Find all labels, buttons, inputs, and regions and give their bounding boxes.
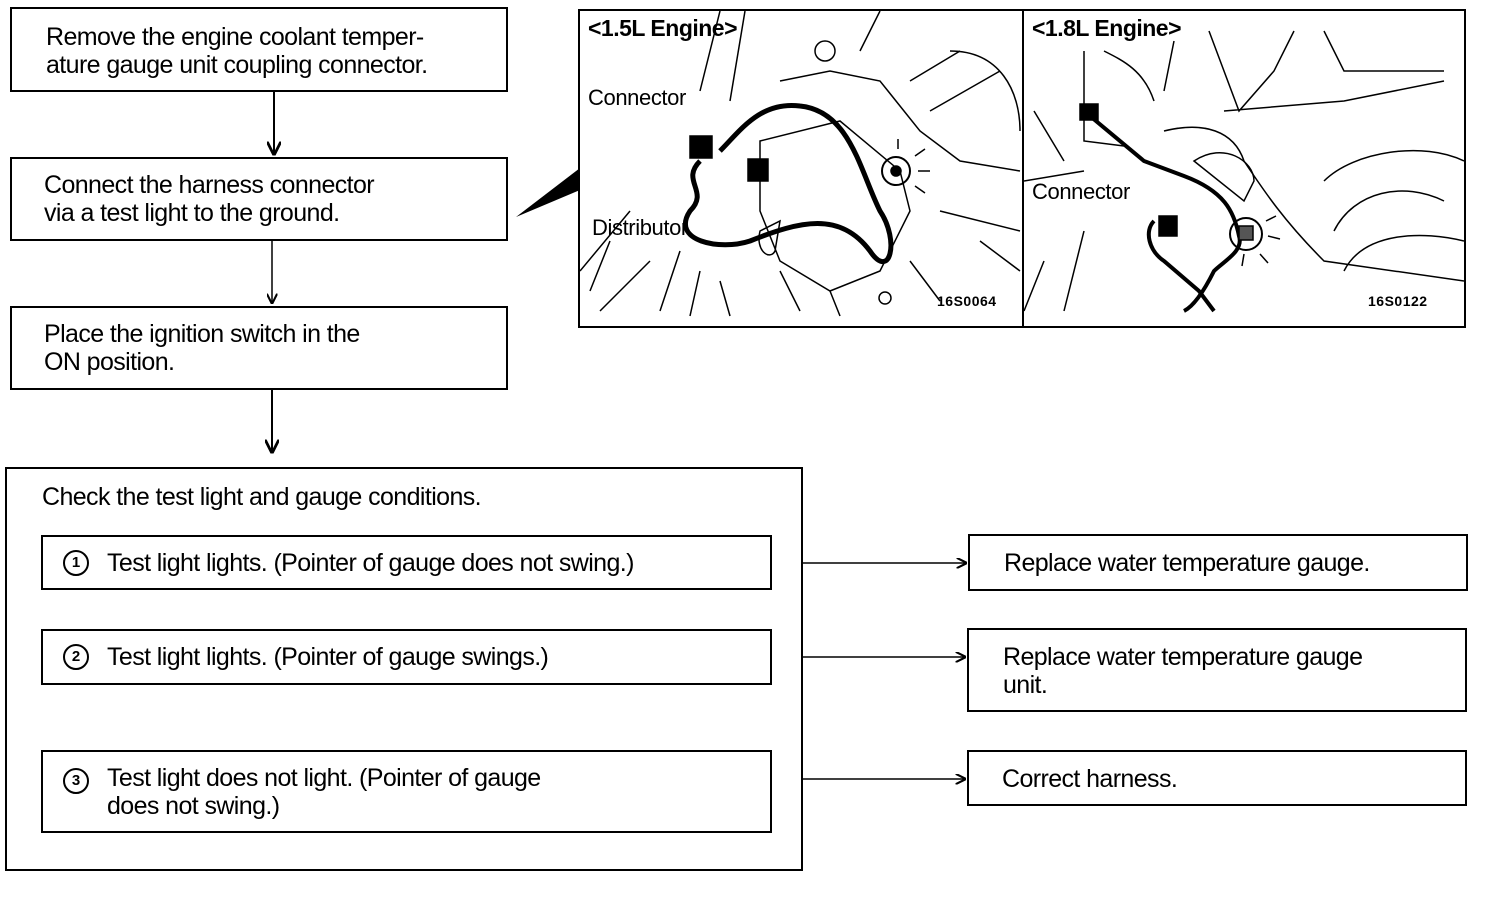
callout-pointer	[516, 168, 580, 217]
flow-step-2-text: Connect the harness connector via a test…	[44, 171, 375, 227]
illustration-2-code: 16S0122	[1368, 293, 1428, 309]
illustration-1-code: 16S0064	[937, 293, 997, 309]
label-connector-1-5l: Connector	[588, 85, 686, 110]
condition-2-text: Test light lights. (Pointer of gauge swi…	[107, 643, 549, 671]
illustration-2-title: <1.8L Engine>	[1032, 15, 1182, 41]
result-2: Replace water temperature gauge unit.	[967, 628, 1467, 712]
circled-number-2: 2	[63, 644, 89, 670]
result-3: Correct harness.	[967, 750, 1467, 806]
flow-step-3-text: Place the ignition switch in the ON posi…	[44, 320, 360, 376]
label-connector-1-8l: Connector	[1032, 179, 1130, 204]
engine-illustrations: <1.5L Engine> Connector Distributor 16S0…	[578, 9, 1466, 328]
engine-bay-drawing-1-8l	[1024, 30, 1464, 313]
condition-3-text: Test light does not light. (Pointer of g…	[107, 764, 541, 820]
flow-step-1: Remove the engine coolant temper- ature …	[10, 7, 508, 92]
engine-bay-drawing-1-5l	[580, 11, 1021, 317]
result-3-text: Correct harness.	[1002, 765, 1178, 793]
flow-step-3: Place the ignition switch in the ON posi…	[10, 306, 508, 390]
flow-step-1-text: Remove the engine coolant temper- ature …	[46, 23, 428, 79]
check-conditions-box: Check the test light and gauge condition…	[5, 467, 803, 871]
circled-number-1: 1	[63, 550, 89, 576]
condition-1: 1 Test light lights. (Pointer of gauge d…	[41, 535, 772, 590]
result-1: Replace water temperature gauge.	[968, 534, 1468, 591]
label-distributor: Distributor	[592, 215, 688, 240]
condition-1-text: Test light lights. (Pointer of gauge doe…	[107, 549, 634, 577]
illustration-1-8l-engine: <1.8L Engine> Connector 16S0122	[1024, 11, 1464, 326]
circled-number-3: 3	[63, 768, 89, 794]
result-2-text: Replace water temperature gauge unit.	[1003, 643, 1363, 699]
condition-3: 3 Test light does not light. (Pointer of…	[41, 750, 772, 833]
result-1-text: Replace water temperature gauge.	[1004, 549, 1370, 577]
illustration-1-title: <1.5L Engine>	[588, 15, 738, 41]
illustration-1-5l-engine: <1.5L Engine> Connector Distributor 16S0…	[580, 11, 1024, 326]
check-heading: Check the test light and gauge condition…	[42, 483, 482, 511]
flow-step-2: Connect the harness connector via a test…	[10, 157, 508, 241]
condition-2: 2 Test light lights. (Pointer of gauge s…	[41, 629, 772, 685]
